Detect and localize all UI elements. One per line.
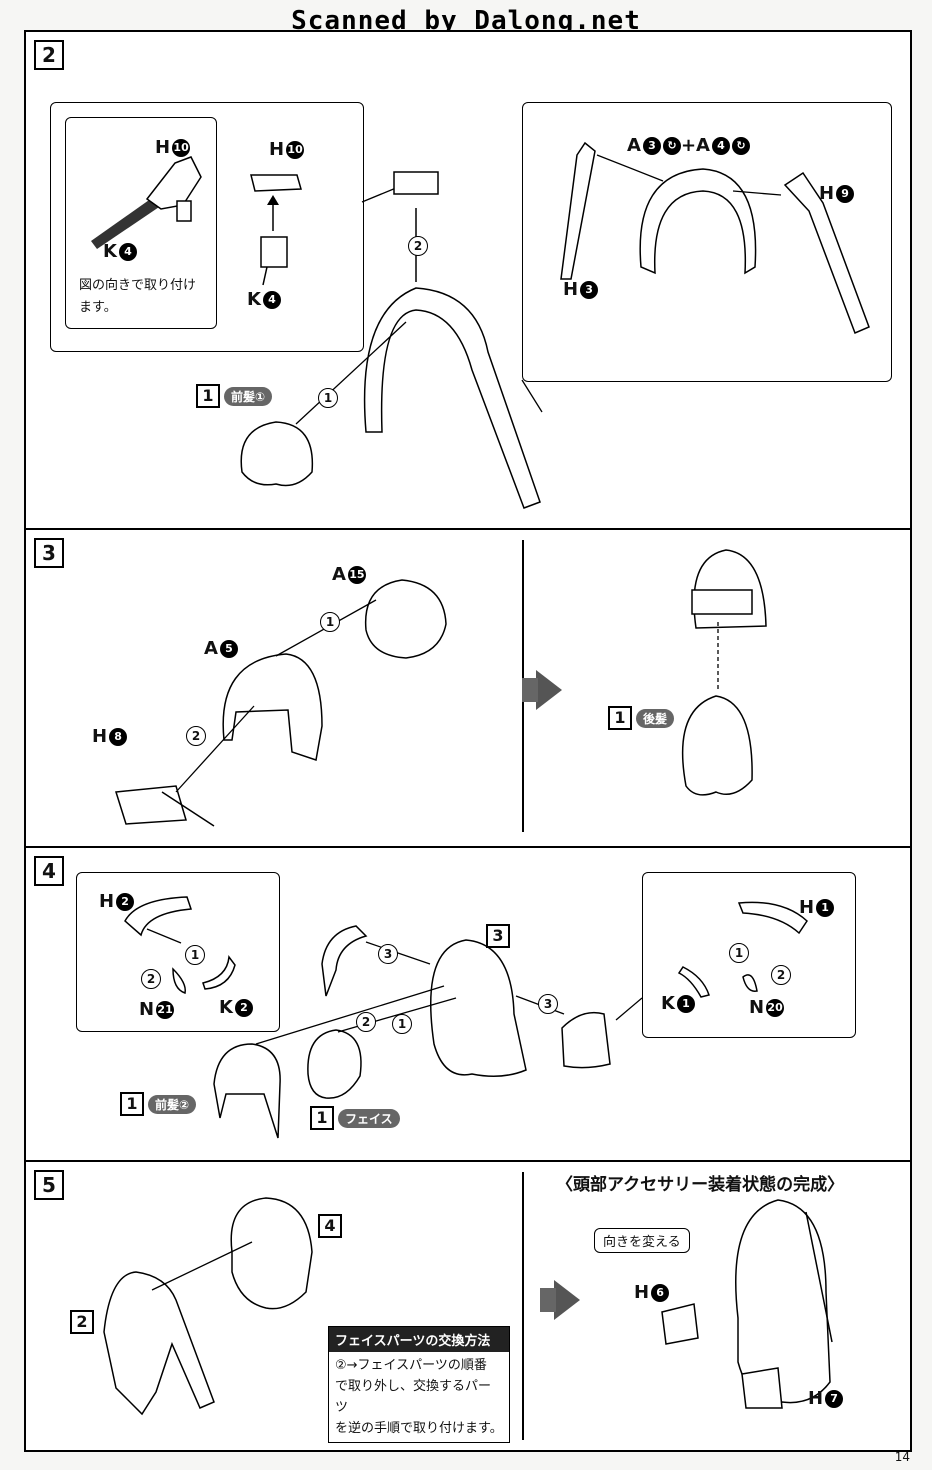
head-assembly-drawing (213, 925, 643, 1139)
completion-title: 〈頭部アクセサリー装着状態の完成〉 (556, 1175, 845, 1195)
main-hair-frame-drawing (240, 171, 543, 509)
step-number: 2 (34, 40, 64, 70)
order-marker-2: 2 (141, 969, 161, 989)
order-marker-1: 1 (320, 612, 340, 632)
k4-h10-assembly-drawing (91, 156, 302, 286)
step-ref-4: 4 (318, 1214, 342, 1238)
order-marker-2: 2 (356, 1012, 376, 1032)
info-title: フェイスパーツの交換方法 (329, 1327, 509, 1352)
order-marker-1: 1 (185, 945, 205, 965)
next-arrow (540, 1280, 580, 1320)
front-hair-1-tag: 1 前髪① (196, 384, 273, 408)
left-ear-parts-drawing (124, 896, 236, 994)
order-marker-1: 1 (392, 1014, 412, 1034)
order-marker-2: 2 (408, 236, 428, 256)
inset-note: 図の向きで取り付け ます。 (79, 278, 197, 315)
step-5-panel: 5 4 2 フェイスパーツの交換方法 ②→フェイスパーツの順番 で取り外し、交換… (24, 1160, 912, 1452)
inset-inner (65, 117, 217, 329)
order-marker-2: 2 (186, 726, 206, 746)
head-shell-drawing (115, 549, 767, 827)
rotate-callout: 向きを変える (594, 1228, 690, 1253)
step-number: 4 (34, 856, 64, 886)
page-number: 14 (894, 1450, 910, 1464)
right-ear-parts-drawing (677, 901, 808, 998)
front-hair-2-tag: 1 前髪② (120, 1092, 197, 1116)
face-tag: 1 フェイス (310, 1106, 400, 1130)
assembled-head-drawing (103, 1197, 833, 1416)
info-body: ②→フェイスパーツの順番 で取り外し、交換するパーツ を逆の手順で取り付けます。 (335, 1358, 503, 1436)
face-swap-info-box: フェイスパーツの交換方法 ②→フェイスパーツの順番 で取り外し、交換するパーツ … (328, 1326, 510, 1443)
order-marker-3-right: 3 (538, 994, 558, 1014)
order-marker-3: 3 (378, 944, 398, 964)
step-ref-2: 2 (70, 1310, 94, 1334)
step-ref-3: 3 (486, 924, 510, 948)
step-number: 3 (34, 538, 64, 568)
order-marker-1: 1 (318, 388, 338, 408)
step-number: 5 (34, 1170, 64, 1200)
back-hair-tag: 1 後髪 (608, 706, 675, 730)
order-marker-2: 2 (771, 965, 791, 985)
headband-frame-drawing (560, 141, 870, 334)
next-arrow (522, 670, 562, 710)
panel-divider (522, 1172, 524, 1440)
order-marker-1: 1 (729, 943, 749, 963)
